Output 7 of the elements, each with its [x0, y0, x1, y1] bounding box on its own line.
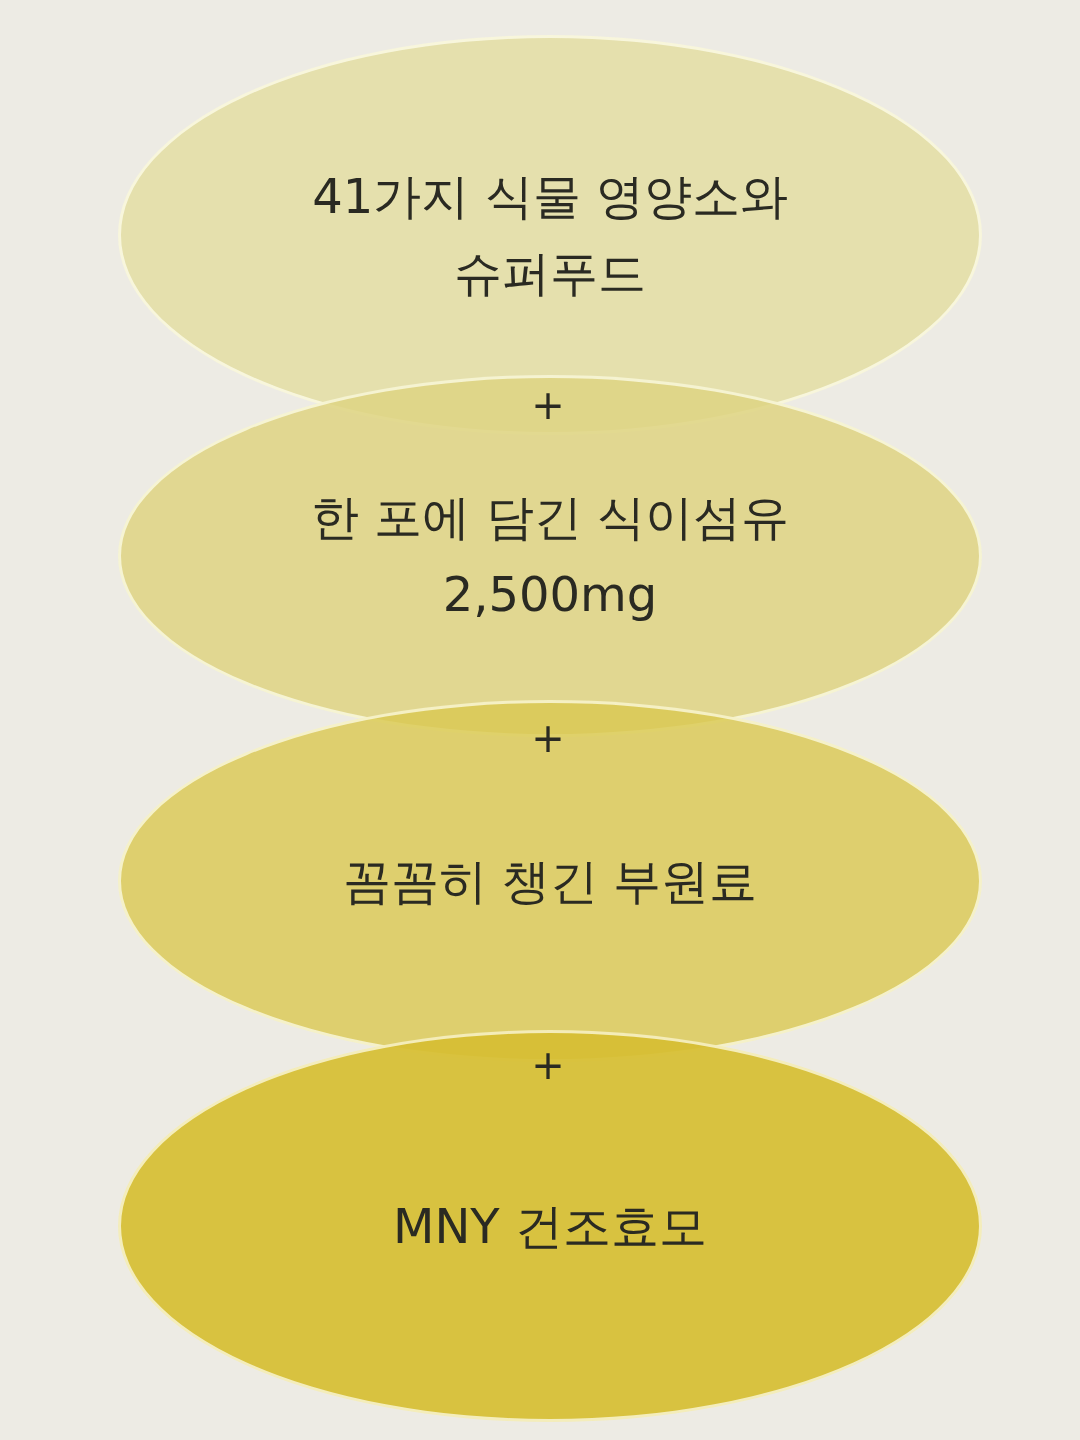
ellipse-label: 꼼꼼히 챙긴 부원료 [341, 851, 759, 911]
ellipse-label: 41가지 식물 영양소와 슈퍼푸드 [311, 167, 789, 303]
plus-sign: + [530, 385, 566, 425]
plus-sign: + [530, 718, 566, 758]
ellipse-label: 한 포에 담긴 식이섬유 2,500mg [310, 488, 790, 624]
plus-sign: + [530, 1045, 566, 1085]
ellipse-label: MNY 건조효모 [392, 1196, 708, 1256]
